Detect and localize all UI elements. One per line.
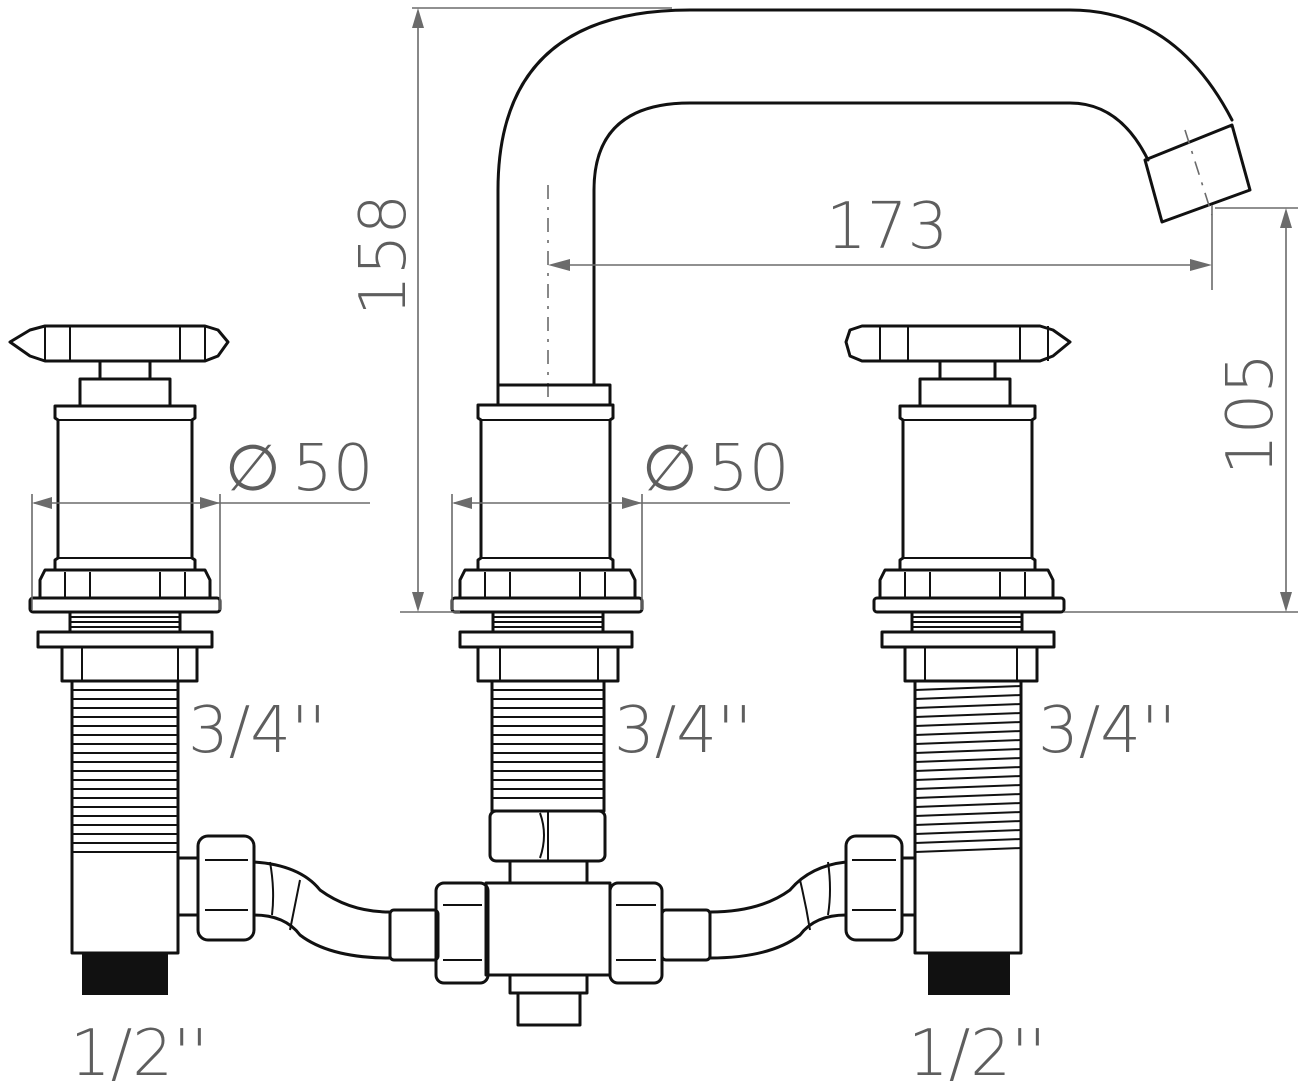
connecting-pipes bbox=[176, 834, 917, 985]
left-cross-handle bbox=[8, 324, 230, 363]
left-shank-thread-label: 3/4'' bbox=[188, 694, 326, 768]
diameter-left-value: 50 bbox=[292, 432, 373, 506]
right-valve-body bbox=[898, 404, 1037, 572]
diameter-center-value: 50 bbox=[708, 432, 789, 506]
spout-reach-label: 173 bbox=[826, 190, 948, 264]
center-valve-body bbox=[476, 403, 615, 572]
right-shank-thread-label: 3/4'' bbox=[1038, 694, 1176, 768]
right-valve bbox=[844, 324, 1072, 995]
right-inlet-thread-label: 1/2'' bbox=[908, 1017, 1046, 1086]
diameter-left-symbol: ∅ bbox=[225, 432, 281, 506]
left-inlet-thread-label: 1/2'' bbox=[70, 1017, 208, 1086]
diameter-center-symbol: ∅ bbox=[642, 432, 698, 506]
height-total-label: 158 bbox=[347, 194, 421, 316]
dimension-lines bbox=[31, 7, 1298, 613]
spout-outlet-height-label: 105 bbox=[1214, 353, 1288, 475]
left-valve-body bbox=[53, 404, 197, 572]
spout bbox=[496, 8, 1252, 400]
center-shank-thread-label: 3/4'' bbox=[614, 694, 752, 768]
left-valve bbox=[8, 324, 230, 995]
